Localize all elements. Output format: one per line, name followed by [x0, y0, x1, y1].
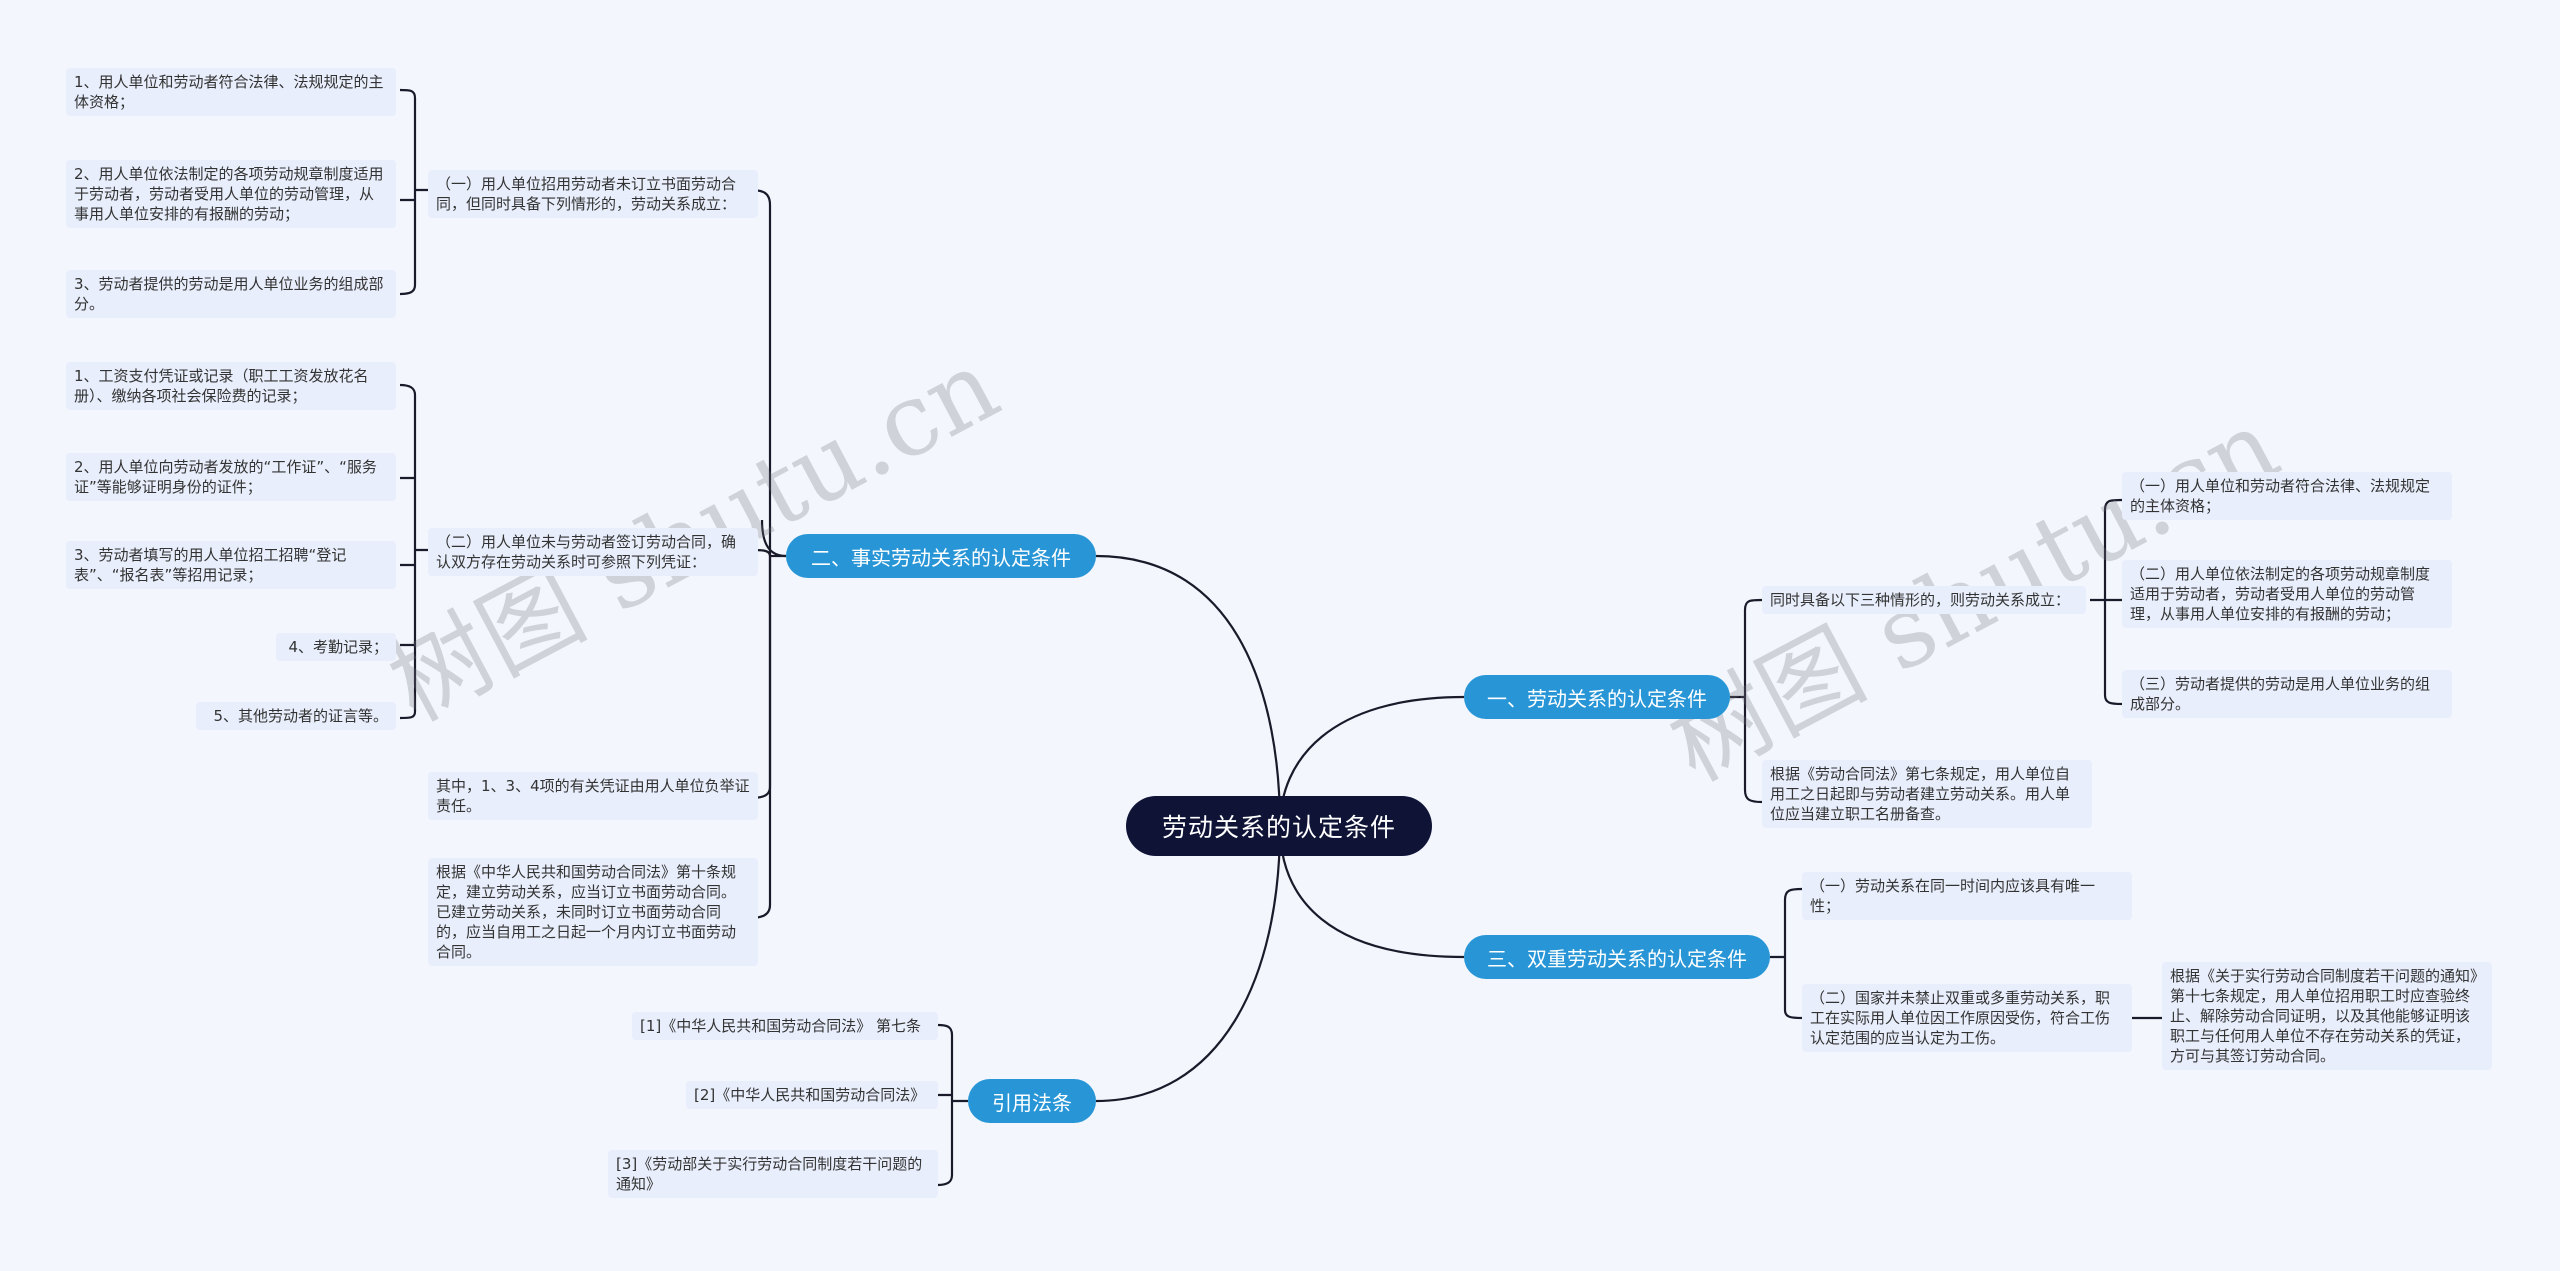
- link-b1-children: [1730, 598, 1763, 804]
- b3-item-1[interactable]: （一）劳动关系在同一时间内应该具有唯一性；: [1802, 872, 2132, 920]
- branch-de-facto-labor-relation[interactable]: 二、事实劳动关系的认定条件: [786, 534, 1096, 578]
- b2-basis[interactable]: 根据《中华人民共和国劳动合同法》第十条规定，建立劳动关系，应当订立书面劳动合同。…: [428, 858, 758, 966]
- b1-item-2[interactable]: （二）用人单位依法制定的各项劳动规章制度适用于劳动者，劳动者受用人单位的劳动管理…: [2122, 560, 2452, 628]
- b1-item-1[interactable]: （一）用人单位和劳动者符合法律、法规规定的主体资格；: [2122, 472, 2452, 520]
- b1-intro[interactable]: 同时具备以下三种情形的，则劳动关系成立：: [1762, 586, 2086, 614]
- b2-sub2-item-3[interactable]: 3、劳动者填写的用人单位招工招聘“登记表”、“报名表”等招用记录；: [66, 541, 396, 589]
- link-b4-items: [937, 1023, 968, 1187]
- b2-sub1-item-3[interactable]: 3、劳动者提供的劳动是用人单位业务的组成部分。: [66, 270, 396, 318]
- link-central-b2: [1095, 554, 1282, 827]
- branch-labor-relation-conditions[interactable]: 一、劳动关系的认定条件: [1464, 675, 1730, 719]
- b2-sub2-item-4[interactable]: 4、考勤记录；: [276, 633, 396, 661]
- branch-dual-labor-relation[interactable]: 三、双重劳动关系的认定条件: [1464, 935, 1770, 979]
- b2-sub1-item-2[interactable]: 2、用人单位依法制定的各项劳动规章制度适用于劳动者，劳动者受用人单位的劳动管理，…: [66, 160, 396, 228]
- b2-sub2-item-5[interactable]: 5、其他劳动者的证言等。: [196, 702, 396, 730]
- b3-item-2[interactable]: （二）国家并未禁止双重或多重劳动关系，职工在实际用人单位因工作原因受伤，符合工伤…: [1802, 984, 2132, 1052]
- b2-sub2-item-1[interactable]: 1、工资支付凭证或记录（职工工资发放花名册）、缴纳各项社会保险费的记录；: [66, 362, 396, 410]
- branch-cited-laws[interactable]: 引用法条: [968, 1079, 1096, 1123]
- central-topic[interactable]: 劳动关系的认定条件: [1126, 796, 1432, 856]
- link-b2-sub1: [749, 188, 772, 556]
- link-central-b4: [1095, 825, 1282, 1103]
- b2-note[interactable]: 其中，1、3、4项的有关凭证由用人单位负举证责任。: [428, 772, 758, 820]
- b4-item-2[interactable]: [2]《中华人民共和国劳动合同法》: [686, 1081, 938, 1109]
- b4-item-1[interactable]: [1]《中华人民共和国劳动合同法》 第七条: [632, 1012, 938, 1040]
- b1-basis[interactable]: 根据《劳动合同法》第七条规定，用人单位自用工之日起即与劳动者建立劳动关系。用人单…: [1762, 760, 2092, 828]
- link-b3-children: [1770, 887, 1803, 1020]
- b4-item-3[interactable]: [3]《劳动部关于实行劳动合同制度若干问题的通知》: [608, 1150, 938, 1198]
- link-sub1-items: [399, 88, 428, 296]
- link-b1-intro-items: [2090, 498, 2123, 706]
- b2-sub2-text[interactable]: （二）用人单位未与劳动者签订劳动合同，确认双方存在劳动关系时可参照下列凭证：: [428, 528, 758, 576]
- b3-basis[interactable]: 根据《关于实行劳动合同制度若干问题的通知》第十七条规定，用人单位招用职工时应查验…: [2162, 962, 2492, 1070]
- b1-item-3[interactable]: （三）劳动者提供的劳动是用人单位业务的组成部分。: [2122, 670, 2452, 718]
- link-b2-basis: [749, 556, 772, 920]
- link-sub2-items: [399, 383, 428, 720]
- link-b2-note: [749, 556, 772, 800]
- b2-sub1-item-1[interactable]: 1、用人单位和劳动者符合法律、法规规定的主体资格；: [66, 68, 396, 116]
- b2-sub2-item-2[interactable]: 2、用人单位向劳动者发放的“工作证”、“服务证”等能够证明身份的证件；: [66, 453, 396, 501]
- b2-sub1-text[interactable]: （一）用人单位招用劳动者未订立书面劳动合同，但同时具备下列情形的，劳动关系成立：: [428, 170, 758, 218]
